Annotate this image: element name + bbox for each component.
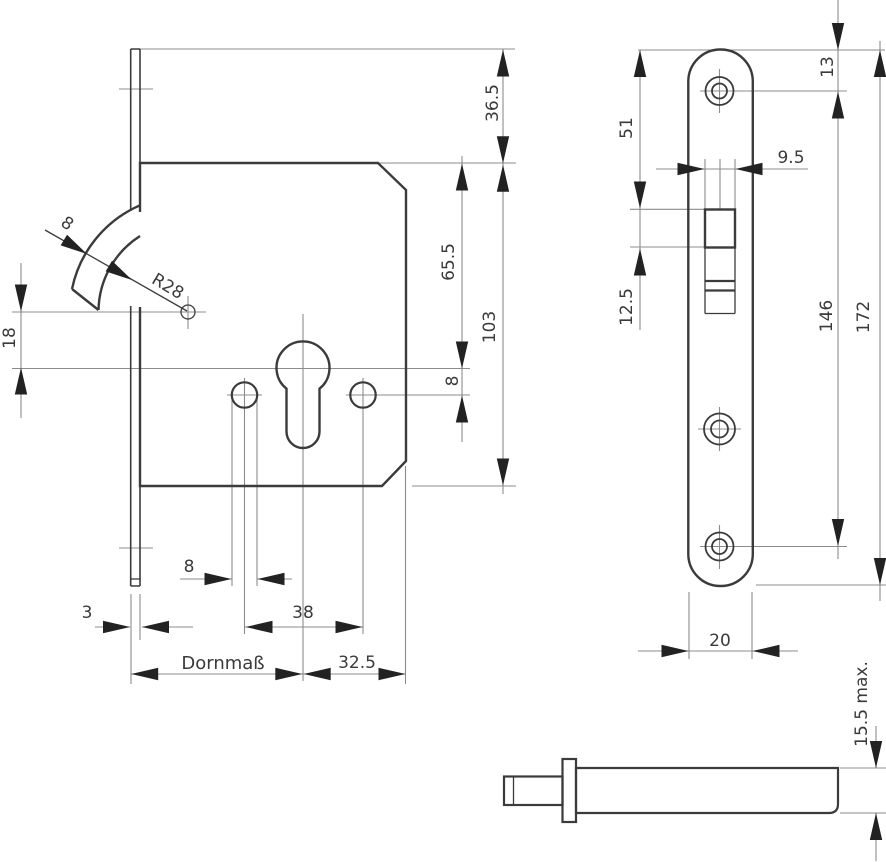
dim-case-top-to-axis: 65.5 — [439, 243, 459, 281]
hook-tip-edges — [705, 279, 735, 292]
dim-hook-pivot-offset: 18 — [0, 327, 20, 349]
arrow — [496, 164, 510, 192]
arrow — [455, 395, 469, 423]
arrow — [831, 91, 845, 119]
dim-top-to-case: 36.5 — [483, 84, 503, 122]
arrow — [14, 284, 28, 312]
dim-hook-radius: R28 — [148, 270, 187, 304]
arrow — [752, 644, 780, 658]
dim-cutout-height: 12.5 — [617, 288, 637, 326]
hook-pivot-hole — [180, 304, 196, 320]
arrow — [103, 620, 130, 634]
front-view-extension-lines — [630, 0, 886, 659]
arrow — [303, 667, 331, 681]
arrow — [873, 50, 886, 77]
arrow — [873, 558, 886, 585]
arrow — [60, 234, 91, 260]
dim-hole-diameter: 8 — [184, 557, 195, 577]
arrow — [496, 458, 510, 486]
dim-cutout-width: 9.5 — [777, 148, 804, 168]
screw-hole-bottom-outer — [704, 531, 735, 562]
label-backset: Dornmaß — [181, 653, 264, 674]
screw-hole-top-outer — [704, 76, 735, 106]
screw-hole-top-inner — [711, 82, 728, 100]
bolt-collar — [561, 757, 578, 824]
screw-hole-middle-inner — [710, 419, 729, 439]
arrow — [131, 667, 159, 681]
faceplate-side-view — [129, 48, 141, 587]
dim-hook-thickness: 8 — [57, 213, 77, 236]
bolt-cutout — [703, 208, 737, 249]
arrow — [245, 620, 273, 634]
arrow — [633, 248, 647, 276]
arrow — [14, 367, 28, 395]
dim-plate-width: 20 — [709, 631, 731, 651]
bolt-side-view: 15.5 max. — [502, 661, 886, 861]
arrow — [633, 181, 647, 209]
arrow — [257, 572, 285, 586]
arrow — [335, 620, 363, 634]
arrow — [831, 519, 845, 546]
bolt-view-dimension-arrows — [869, 741, 883, 840]
screw-hole-bottom-inner — [711, 538, 728, 555]
screw-hole-middle-outer — [703, 412, 736, 446]
front-view-dimension-arrows — [633, 23, 886, 658]
arrow — [105, 260, 136, 286]
arrow — [869, 813, 883, 840]
dim-top-to-hole: 13 — [818, 56, 838, 78]
arrow — [142, 620, 169, 634]
arrow — [633, 50, 647, 77]
screw-hole-bottom — [704, 531, 735, 562]
dim-case-height: 103 — [480, 311, 500, 343]
screw-hole-middle — [703, 412, 736, 446]
fixing-hole-right — [349, 381, 377, 409]
dim-hole-spacing: 38 — [292, 603, 314, 623]
side-view-dimension-arrows — [14, 49, 510, 681]
arrow — [677, 162, 705, 176]
hook-bolt — [70, 204, 141, 311]
arrow — [735, 162, 763, 176]
bolt-body — [574, 766, 840, 815]
arrow — [275, 667, 303, 681]
arrow — [455, 163, 469, 191]
arrow — [496, 49, 510, 77]
dim-plate-length: 172 — [854, 301, 874, 333]
front-view: 51 12.5 9.5 13 146 172 20 — [617, 0, 886, 659]
arrow — [455, 341, 469, 369]
dim-cylinder-to-back: 32.5 — [338, 653, 376, 673]
bolt-spigot — [502, 775, 564, 807]
dim-hole-spacing-front: 146 — [817, 300, 837, 332]
arrow — [661, 644, 689, 658]
arrow — [831, 23, 845, 50]
dim-top-to-cutout: 51 — [617, 117, 637, 139]
bolt-view-extension-lines — [840, 726, 886, 861]
arrow — [378, 667, 406, 681]
cylinder-keyhole — [275, 340, 331, 450]
arrow — [204, 572, 232, 586]
side-view-extension-lines — [12, 48, 516, 684]
faceplate-front-view — [687, 48, 754, 588]
screw-hole-top — [704, 76, 735, 106]
lock-case-outline — [138, 161, 408, 488]
dim-axis-to-holes: 8 — [443, 376, 463, 387]
side-view: 36.5 103 65.5 8 18 8 R28 8 3 38 Dornmaß … — [0, 48, 516, 684]
dim-faceplate-thickness: 3 — [82, 603, 93, 623]
arrow — [496, 136, 510, 164]
fixing-hole-left — [230, 381, 259, 409]
dim-protrusion: 15.5 max. — [852, 661, 872, 747]
